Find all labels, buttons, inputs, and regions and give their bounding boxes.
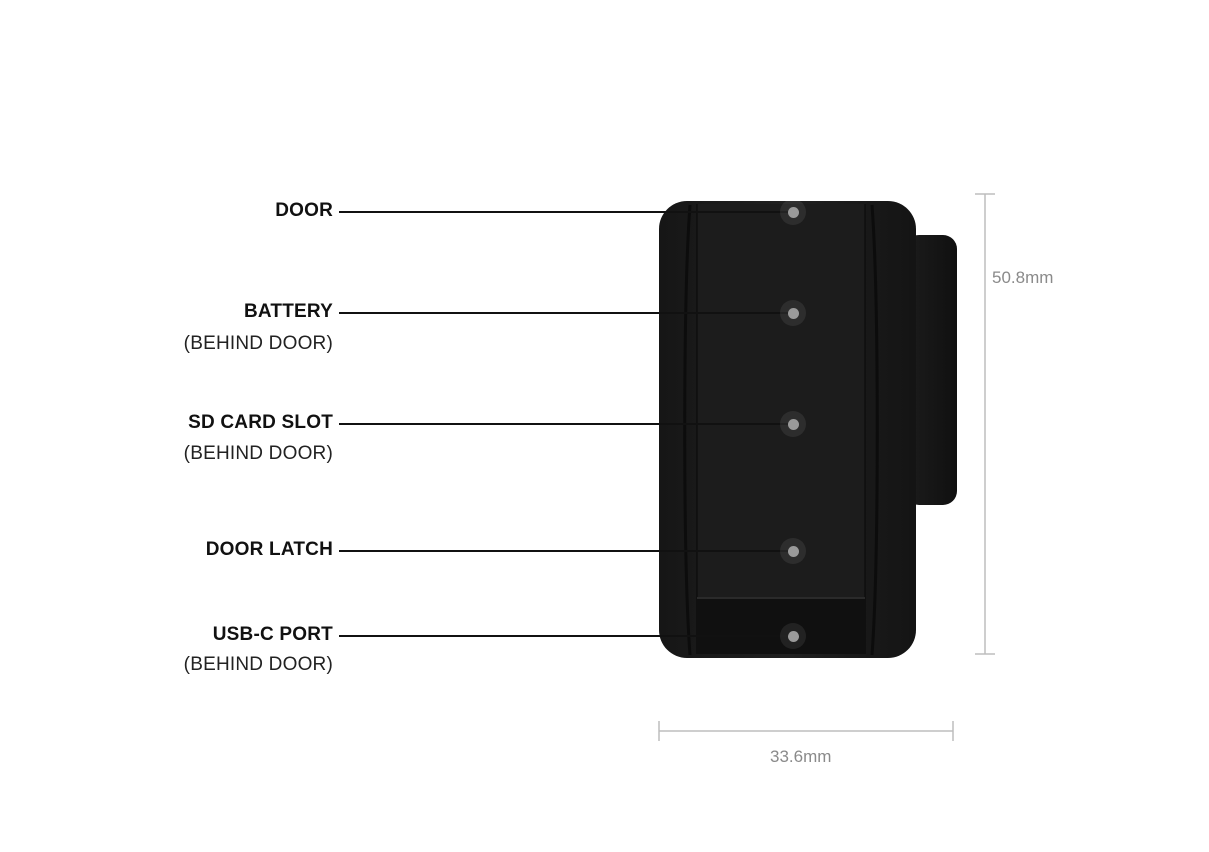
left-seam: [683, 204, 692, 656]
callout-door-latch-leader: [339, 550, 793, 552]
callout-sd-card-marker: [780, 411, 806, 437]
right-seam: [870, 204, 879, 656]
callout-sd-card-leader: [339, 423, 793, 425]
callout-usb-c-marker: [780, 623, 806, 649]
callout-usb-c-sublabel: (BEHIND DOOR): [183, 654, 333, 675]
callout-sd-card-label: SD CARD SLOT: [188, 412, 333, 433]
callout-battery-sublabel: (BEHIND DOOR): [183, 333, 333, 354]
callout-usb-c-label: USB-C PORT: [212, 624, 333, 645]
callout-sd-card-sublabel: (BEHIND DOOR): [183, 443, 333, 464]
lens-housing: [905, 235, 957, 505]
callout-door-label: DOOR: [275, 200, 333, 221]
width-dimension-label: 33.6mm: [770, 747, 832, 766]
callout-battery-label: BATTERY: [243, 301, 333, 322]
callout-door-marker: [780, 199, 806, 225]
usb-cover: [697, 598, 865, 654]
callout-door-latch-label: DOOR LATCH: [205, 539, 333, 560]
callout-usb-c-leader: [339, 635, 793, 637]
callout-battery-leader: [339, 312, 793, 314]
callout-door-latch-marker: [780, 538, 806, 564]
callout-battery-marker: [780, 300, 806, 326]
height-dimension-label: 50.8mm: [992, 268, 1054, 287]
callout-door-leader: [339, 211, 793, 213]
